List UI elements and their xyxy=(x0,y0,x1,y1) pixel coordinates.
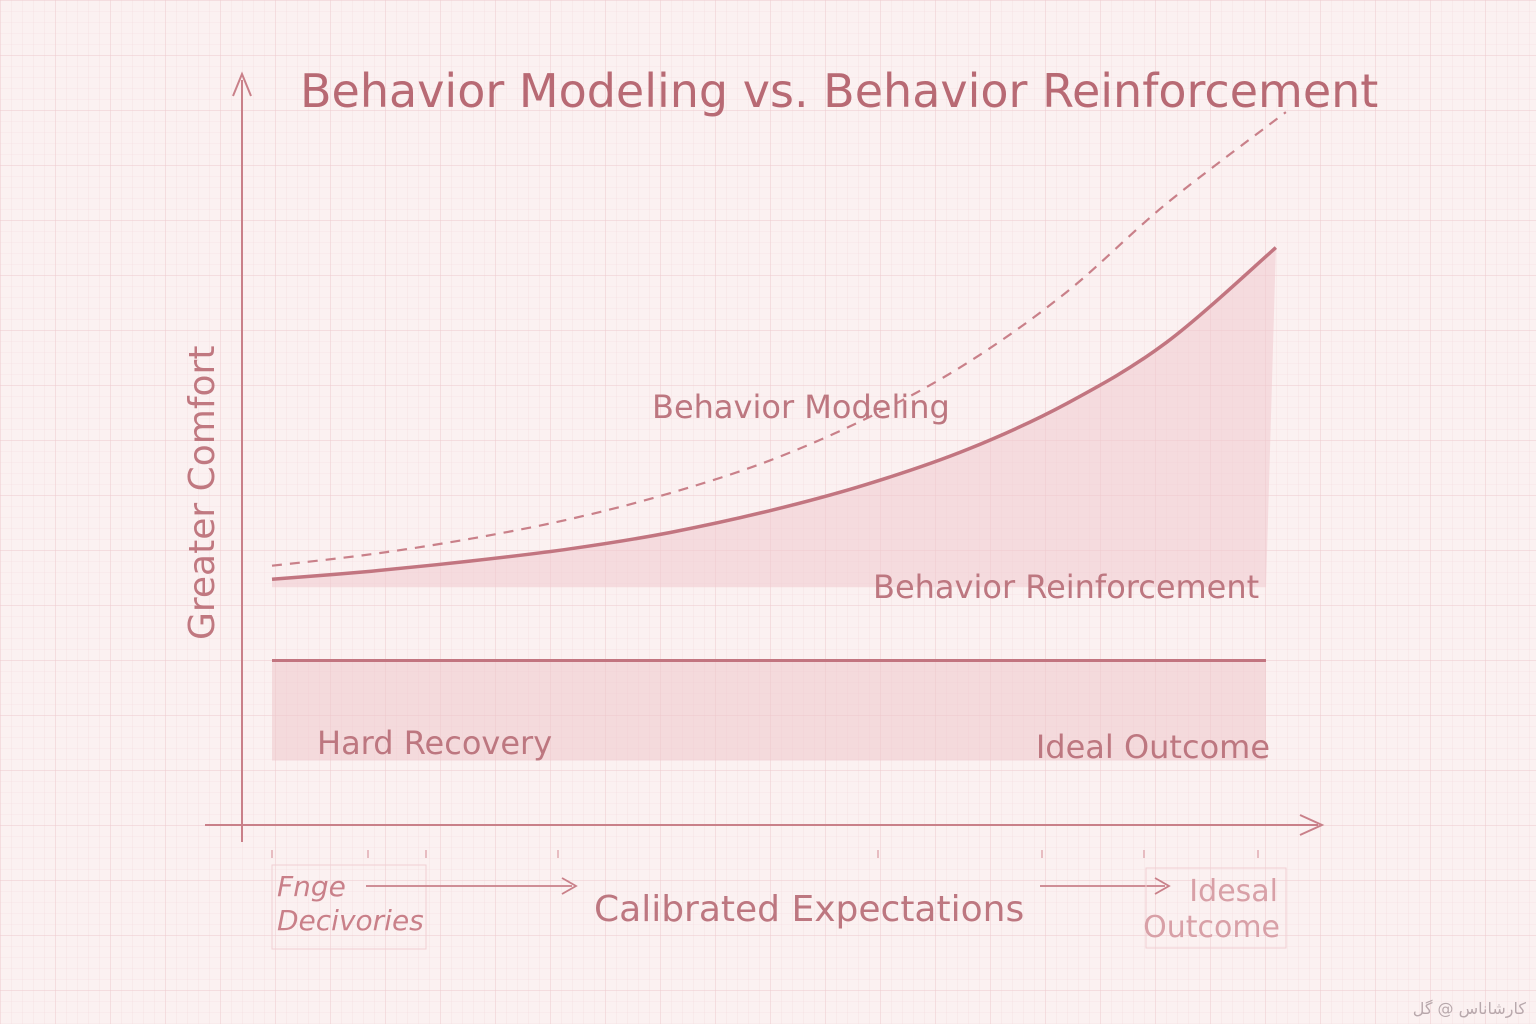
x-label-arrowhead-right xyxy=(1154,877,1171,895)
annotation-ideal-outcome: Ideal Outcome xyxy=(1036,728,1270,766)
x-start-label-line2: Decivories xyxy=(277,904,424,937)
series-label-behavior-reinforcement: Behavior Reinforcement xyxy=(873,568,1259,606)
series-area-hard-recovery xyxy=(272,660,1266,761)
x-axis-label: Calibrated Expectations xyxy=(594,889,1024,930)
x-axis-arrowhead xyxy=(1299,814,1325,836)
chart-title: Behavior Modeling vs. Behavior Reinforce… xyxy=(300,64,1378,118)
y-axis-label: Greater Comfort xyxy=(182,346,223,640)
x-label-arrowhead-left xyxy=(561,877,578,895)
series-area-behavior-reinforcement xyxy=(272,247,1276,588)
x-end-label-box xyxy=(1145,867,1287,949)
series-line-behavior-reinforcement xyxy=(271,246,1278,582)
x-end-label-line2: Outcome xyxy=(1143,910,1280,945)
x-start-label-box xyxy=(271,864,427,950)
series-label-behavior-modeling: Behavior Modeling xyxy=(652,388,950,426)
x-axis-ticks xyxy=(271,850,1259,858)
y-axis-arrowhead xyxy=(232,71,252,97)
watermark: ﻛﺎﺭﺷﺎﻧﺎﺱ @ ﮔﻞ xyxy=(1412,999,1526,1018)
x-start-label-line1: Fnge xyxy=(277,870,346,903)
series-label-hard-recovery: Hard Recovery xyxy=(317,724,552,762)
x-end-label-line1: Idesal xyxy=(1189,874,1278,909)
